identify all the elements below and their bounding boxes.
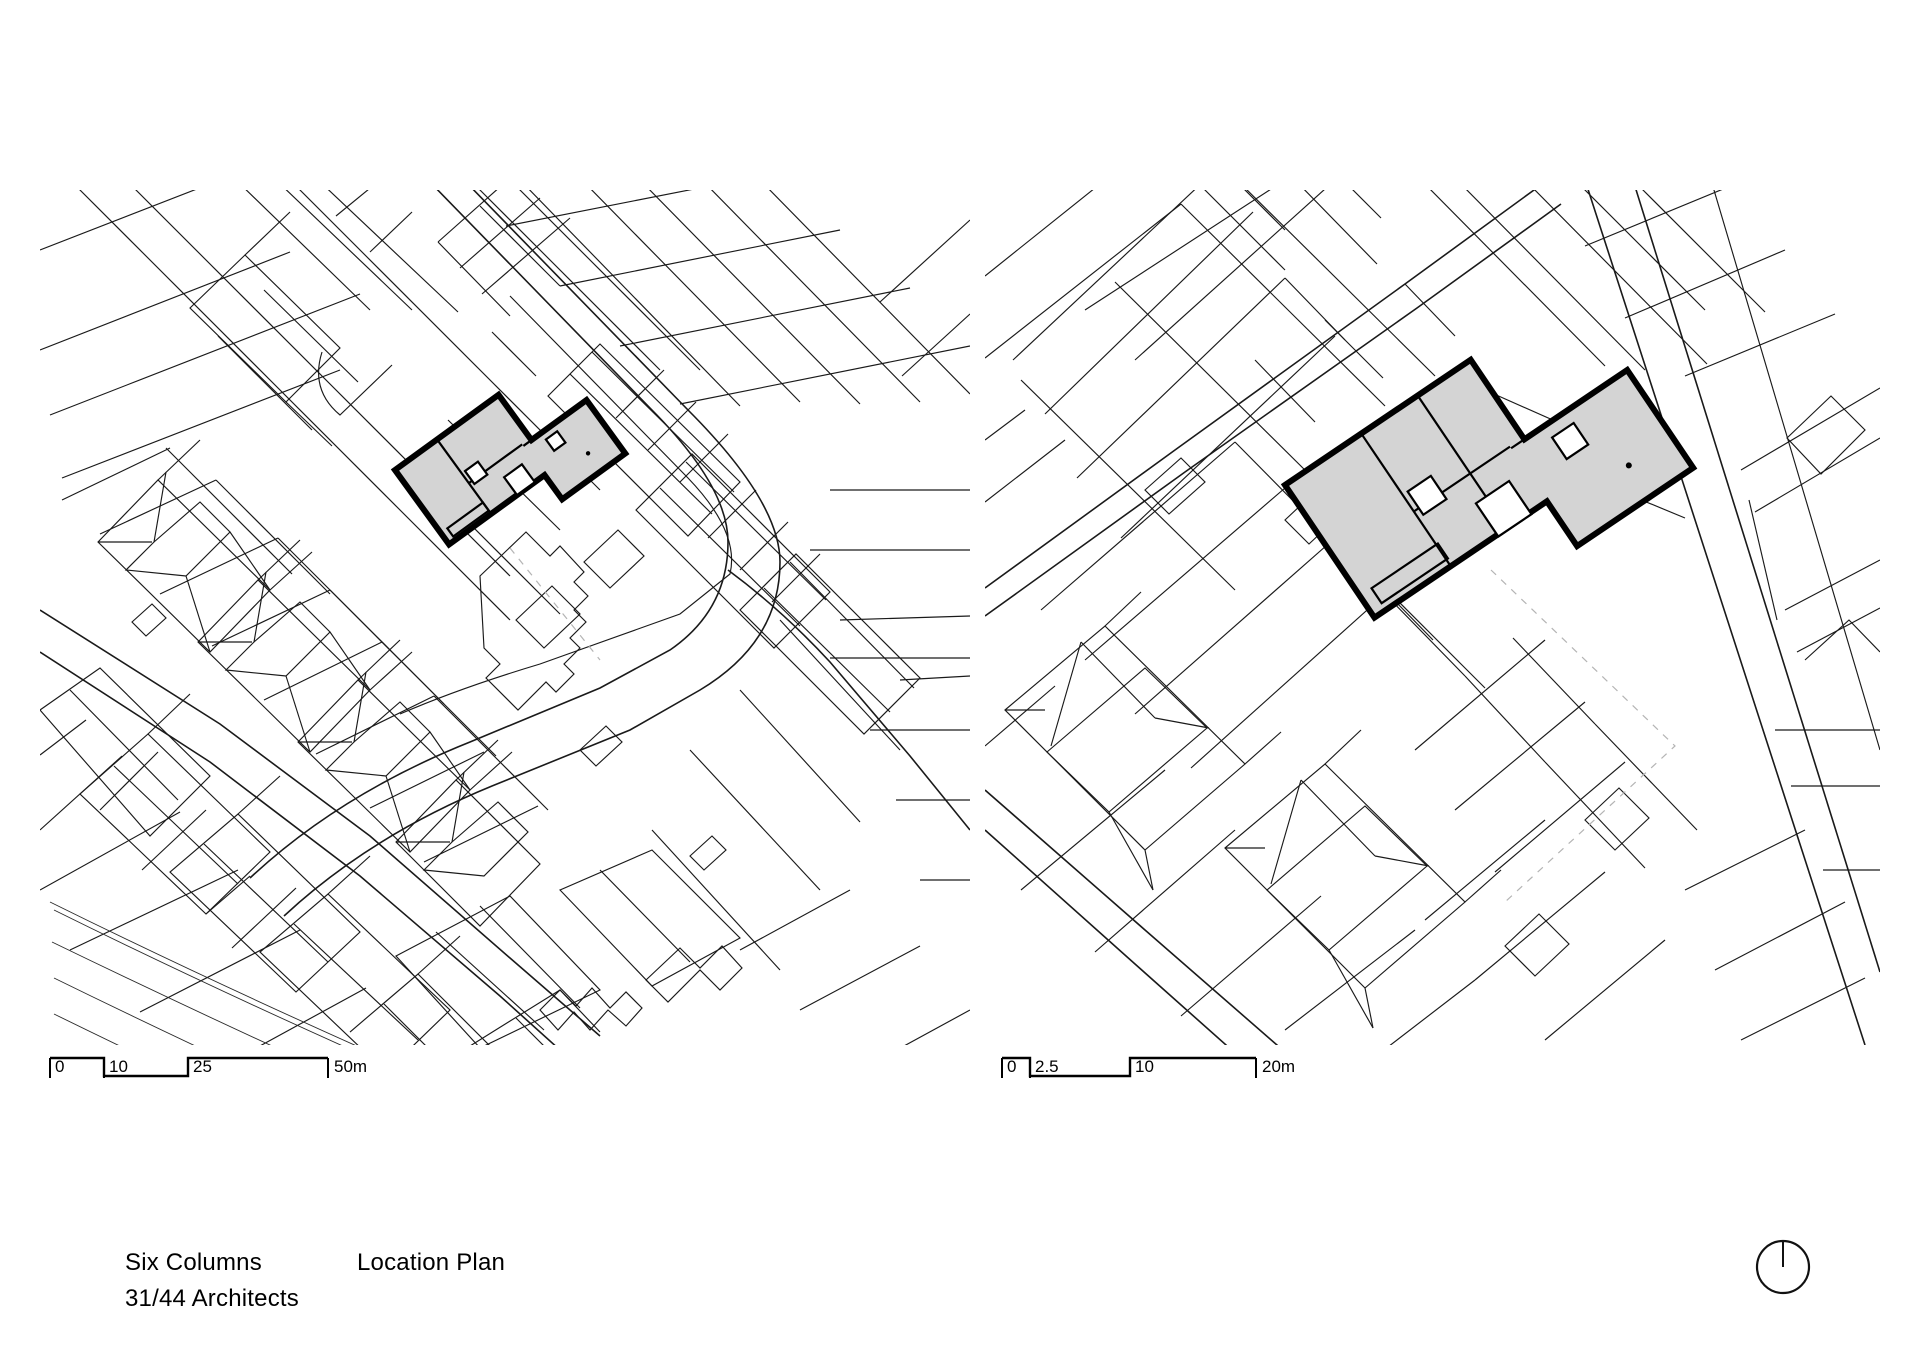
title-block: Six Columns Location Plan 31/44 Architec…: [125, 1245, 657, 1317]
detail-map-linework: [985, 190, 1880, 1045]
scale-bar-right: 0 2.5 10 20m: [1000, 1052, 1310, 1092]
hipped-house-detail-2: [1225, 730, 1501, 1028]
north-point-icon: [1752, 1236, 1814, 1298]
scale-tick-label: 10: [1135, 1057, 1154, 1076]
scale-tick-label: 10: [109, 1057, 128, 1076]
scale-tick-label: 0: [1007, 1057, 1016, 1076]
scale-tick-label: 20m: [1262, 1057, 1295, 1076]
scale-bar-left: 0 10 25 50m: [48, 1052, 448, 1092]
hipped-house-detail-1: [1005, 592, 1281, 890]
title-block-spacer: [357, 1281, 657, 1317]
hipped-house-row-upper-4: [396, 740, 540, 926]
hipped-house-row-upper: [98, 440, 312, 652]
drawing-title: Location Plan: [357, 1249, 506, 1276]
railway-tracks: [50, 902, 492, 1045]
scale-tick-label: 25: [193, 1057, 212, 1076]
scale-tick-label: 0: [55, 1057, 64, 1076]
hipped-house-row-upper-3: [298, 640, 512, 852]
title-block-row-2: 31/44 Architects: [125, 1281, 657, 1317]
scale-tick-label: 2.5: [1035, 1057, 1059, 1076]
hipped-house-row-upper-2: [198, 540, 412, 752]
location-plan-wide-map: [40, 190, 970, 1045]
wide-map-linework: [40, 190, 970, 1045]
practice-name: 31/44 Architects: [125, 1285, 299, 1312]
six-columns-building-detail: [1285, 290, 1693, 662]
location-plan-detail-map: [985, 190, 1880, 1045]
scale-tick-label: 50m: [334, 1057, 367, 1076]
project-name: Six Columns: [125, 1249, 262, 1276]
six-columns-building-wide: [395, 355, 625, 569]
title-block-row-1: Six Columns Location Plan: [125, 1245, 657, 1281]
